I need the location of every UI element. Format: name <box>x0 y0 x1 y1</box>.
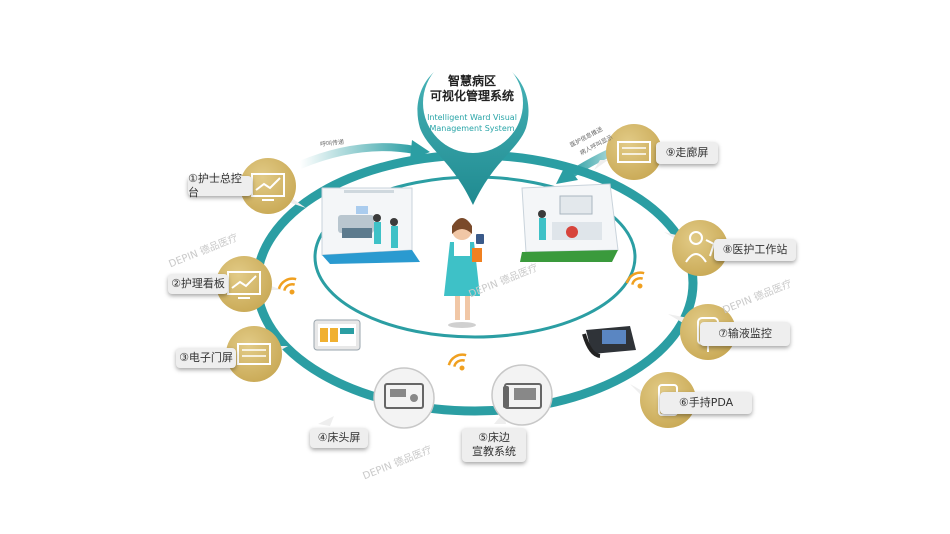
label-handheld-pda: ⑥手持PDA <box>660 392 752 414</box>
system-subtitle-line1: Intelligent Ward Visual <box>427 113 517 122</box>
bedside-terminal-icon <box>373 367 435 429</box>
care-board-icon <box>216 256 272 312</box>
label-medical-workstation: ⑧医护工作站 <box>714 239 796 261</box>
wifi-icon <box>625 271 645 289</box>
corridor-screen-icon <box>606 124 662 180</box>
monitor-chart-icon <box>240 158 296 214</box>
label-bedside-education: ⑤床边 宣教系统 <box>462 428 526 462</box>
wifi-icon <box>277 277 297 295</box>
ward-room-illustration <box>321 187 420 264</box>
label-bedside-screen: ④床头屏 <box>310 428 368 448</box>
desk-phone-icon <box>491 364 553 426</box>
system-subtitle: Intelligent Ward Visual Management Syste… <box>414 112 530 134</box>
location-pin <box>417 53 529 205</box>
label-door-screen: ③电子门屏 <box>176 348 236 368</box>
door-screen-icon <box>226 326 282 382</box>
desk-phone-device <box>582 326 636 358</box>
system-title-line2: 可视化管理系统 <box>429 89 514 103</box>
nurse-figure <box>444 218 484 328</box>
nurse-station-illustration <box>520 183 619 262</box>
door-screen-device <box>313 319 361 351</box>
system-subtitle-line2: Management System <box>429 124 515 133</box>
label-infusion-monitor: ⑦输液监控 <box>700 322 790 346</box>
wifi-icon <box>447 353 467 371</box>
system-title-line1: 智慧病区 <box>447 74 496 88</box>
label-bedside-education-line1: ⑤床边 <box>478 431 510 444</box>
label-bedside-education-line2: 宣教系统 <box>472 445 516 458</box>
label-nurse-station: ①护士总控台 <box>188 172 252 199</box>
label-care-board: ②护理看板 <box>168 274 228 294</box>
flow-arrow-left <box>298 140 430 169</box>
label-corridor-screen: ⑨走廊屏 <box>656 142 718 164</box>
system-title: 智慧病区 可视化管理系统 <box>414 74 530 104</box>
